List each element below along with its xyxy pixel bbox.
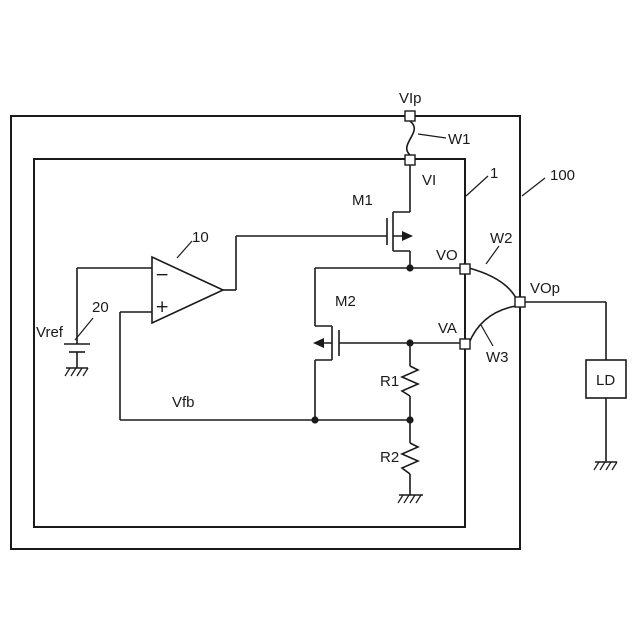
label-100: 100: [550, 167, 575, 184]
label-vfb: Vfb: [172, 394, 195, 411]
leader-10: [177, 241, 192, 258]
label-vo: VO: [436, 247, 458, 264]
label-vref: Vref: [36, 324, 64, 341]
label-vi: VI: [422, 172, 436, 189]
op-amp-minus-sign: −: [155, 265, 169, 285]
label-vip: VIp: [399, 90, 422, 107]
leader-1: [466, 176, 488, 196]
ground-r2: [398, 495, 423, 503]
label-va: VA: [438, 320, 457, 337]
label-20: 20: [92, 299, 109, 316]
resistor-r2: [402, 420, 418, 495]
bond-wire-w3: [469, 306, 516, 343]
label-r1: R1: [380, 373, 399, 390]
pad-vo: [460, 264, 470, 274]
node-vo: [406, 264, 413, 271]
label-1: 1: [490, 165, 498, 182]
label-vop: VOp: [530, 280, 560, 297]
label-m2: M2: [335, 293, 356, 310]
label-w2: W2: [490, 230, 513, 247]
leader-w2: [486, 246, 499, 264]
pad-vip: [405, 111, 415, 121]
bond-wire-w2: [469, 268, 516, 298]
label-m1: M1: [352, 192, 373, 209]
transistor-m1: [236, 212, 413, 268]
label-w1: W1: [448, 131, 471, 148]
op-amp-10: − +: [152, 236, 236, 323]
pad-vop: [515, 297, 525, 307]
leader-w1: [418, 134, 446, 138]
resistor-r1: [402, 343, 418, 420]
label-r2: R2: [380, 449, 399, 466]
pad-va: [460, 339, 470, 349]
node-fb-m2: [311, 416, 318, 423]
leader-w3: [481, 325, 493, 346]
transistor-m2: [313, 268, 464, 420]
label-10: 10: [192, 229, 209, 246]
op-amp-plus-sign: +: [155, 297, 169, 317]
pad-vi: [405, 155, 415, 165]
bond-wire-w1: [407, 121, 415, 155]
leader-100: [522, 178, 545, 196]
label-ld: LD: [596, 372, 615, 389]
label-w3: W3: [486, 349, 509, 366]
ground-ld: [594, 462, 617, 470]
vref-source-20: [64, 268, 152, 376]
